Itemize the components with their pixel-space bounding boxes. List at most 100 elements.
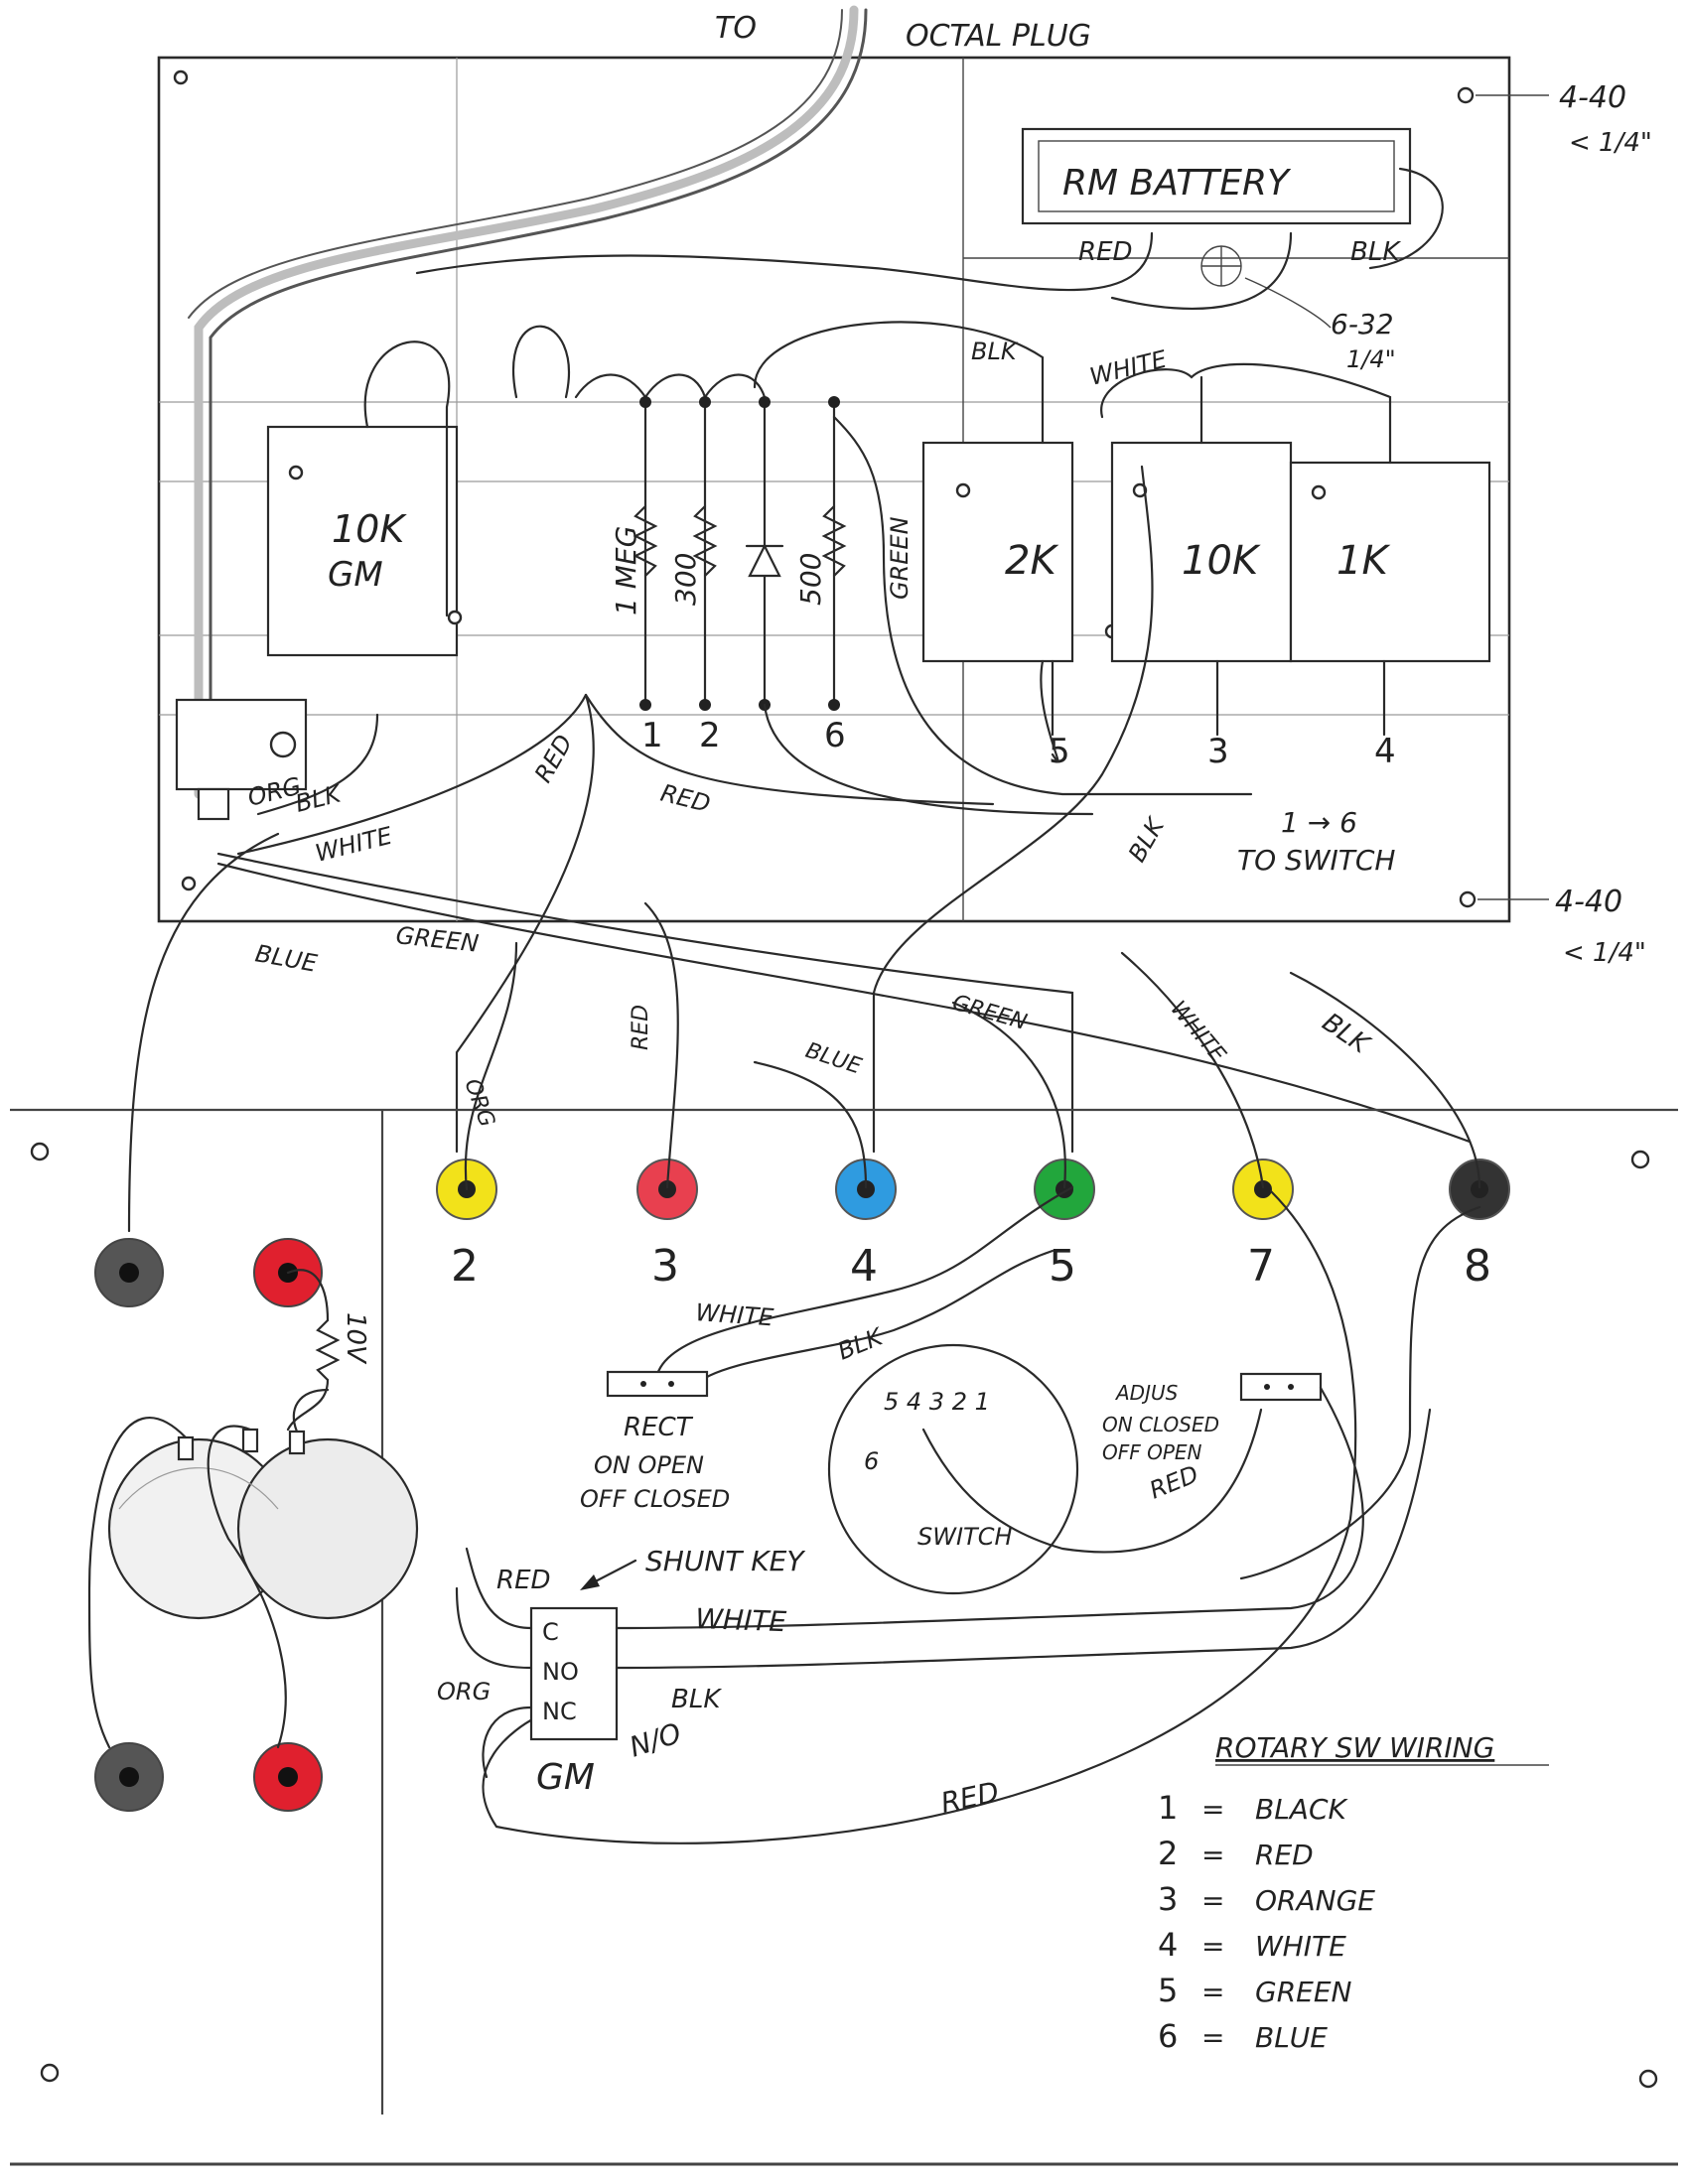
rotary-wiring-legend: ROTARY SW WIRING 1 = BLACK 2 = RED 3 = ORANGE 4 = W… xyxy=(1158,1731,1549,2055)
legend-row-name: BLACK xyxy=(1255,1793,1349,1826)
jack-8: 8 xyxy=(1449,1159,1510,1292)
legend-row-number: 4 xyxy=(1158,1926,1178,1964)
legend-equals: = xyxy=(1201,1793,1224,1826)
mount-hole xyxy=(181,876,197,891)
wire-label-org-key: ORG xyxy=(437,1678,491,1706)
legend-title: ROTARY SW WIRING xyxy=(1215,1731,1494,1764)
resistor-500-label: 500 xyxy=(794,553,827,606)
rect-switch: RECT ON OPEN OFF CLOSED xyxy=(580,1370,730,1513)
wire-label-white-mid: WHITE xyxy=(695,1298,775,1331)
adjus-switch: ADJUS ON CLOSED OFF OPEN xyxy=(1102,1372,1323,1464)
mount-spec-mid: 4-40 xyxy=(1555,885,1622,919)
shunt-key-label: SHUNT KEY xyxy=(645,1545,805,1577)
green-lead-label: GREEN xyxy=(886,516,914,600)
battery-screw-size: 1/4" xyxy=(1346,345,1396,373)
wire-label-green-top: GREEN xyxy=(394,921,480,958)
terminal-2: 2 xyxy=(699,716,721,755)
legend-row-number: 2 xyxy=(1158,1835,1178,1872)
wire-label-org-jack: ORG xyxy=(459,1076,498,1131)
legend-row-name: WHITE xyxy=(1255,1930,1346,1963)
pot-value: 10K xyxy=(332,507,407,551)
switch-note-line1: 1 → 6 xyxy=(1281,806,1357,839)
wire-label-white-key: WHITE xyxy=(695,1602,787,1638)
terminal-6: 6 xyxy=(824,716,846,755)
wire-label-blk-mid: BLK xyxy=(834,1322,889,1366)
pot-value: 1K xyxy=(1336,538,1390,584)
side-jack xyxy=(94,1742,164,1812)
legend-equals: = xyxy=(1201,1884,1224,1917)
wire-label-red-switch: RED xyxy=(1146,1460,1202,1505)
mount-hole xyxy=(1459,890,1477,908)
legend-row-number: 1 xyxy=(1158,1789,1178,1827)
shunt-key: C NO NC GM N/O SHUNT KEY xyxy=(455,1386,1432,1798)
header-octal-label: OCTAL PLUG xyxy=(906,19,1091,54)
pot-1k: 1K xyxy=(1289,461,1491,663)
mount-hole xyxy=(1457,86,1475,104)
cable-bundle xyxy=(188,5,868,799)
jack-label: 3 xyxy=(651,1241,679,1292)
legend-row-name: RED xyxy=(1255,1839,1314,1871)
legend-row-number: 3 xyxy=(1158,1880,1178,1918)
wire-label-red-jack: RED xyxy=(629,1005,653,1050)
rotary-positions: 5 4 3 2 1 xyxy=(884,1388,990,1416)
mount-hole xyxy=(173,69,189,85)
side-jack xyxy=(94,1238,164,1307)
legend-equals: = xyxy=(1201,2021,1224,2054)
switch-note-line2: TO SWITCH xyxy=(1237,844,1395,877)
jack-label: 4 xyxy=(850,1241,878,1292)
wire-label-white-jack: WHITE xyxy=(1165,997,1230,1067)
jack-center xyxy=(857,1180,875,1198)
shunt-key-note: N/O xyxy=(626,1716,685,1764)
battery-screw-spec: 6-32 xyxy=(1331,308,1394,341)
adjus-switch-title: ADJUS xyxy=(1114,1381,1179,1405)
rotary-pos6: 6 xyxy=(864,1447,879,1475)
top-panel-wiring xyxy=(216,321,1472,1154)
mount-size-mid: < 1/4" xyxy=(1563,938,1646,968)
rect-switch-title: RECT xyxy=(624,1413,694,1442)
wire-label-red-key: RED xyxy=(496,1566,551,1595)
wire-label-blue-jack: BLUE xyxy=(802,1038,864,1080)
jack-7: 7 xyxy=(1232,1159,1294,1292)
pot-sub: GM xyxy=(328,555,383,595)
lower-panel xyxy=(10,1108,1678,2166)
wire-label-blk-jack: BLK xyxy=(1317,1008,1375,1061)
rect-switch-line1: ON OPEN xyxy=(594,1451,704,1479)
capacitor-can-right xyxy=(236,1437,419,1620)
legend-row-name: BLUE xyxy=(1255,2021,1328,2054)
legend-equals: = xyxy=(1201,1839,1224,1871)
terminal-1: 1 xyxy=(641,716,663,755)
adjus-switch-line2: OFF OPEN xyxy=(1102,1440,1202,1464)
pot-10k: 10K xyxy=(1110,441,1293,663)
legend-row-name: ORANGE xyxy=(1255,1884,1375,1917)
terminal-3: 3 xyxy=(1207,732,1229,771)
binding-post-jacks: 2 3 4 5 7 8 xyxy=(436,1159,1510,1292)
side-jacks xyxy=(94,1238,323,1812)
rect-switch-line2: OFF CLOSED xyxy=(580,1485,730,1513)
wire-label-green-jack: GREEN xyxy=(949,991,1030,1035)
jack-3: 3 xyxy=(636,1159,698,1292)
pot-value: 10K xyxy=(1182,538,1261,584)
jack-label: 2 xyxy=(451,1241,479,1292)
rm-battery: RM BATTERY RED BLK 6-32 1/4" xyxy=(1021,127,1412,373)
jack-label: 5 xyxy=(1049,1241,1076,1292)
pot-10k-gm: 10K GM xyxy=(266,425,463,657)
legend-row-number: 5 xyxy=(1158,1972,1178,2009)
legend-row-number: 6 xyxy=(1158,2017,1178,2055)
battery-red-lead: RED xyxy=(1078,237,1133,267)
shunt-key-nc: NC xyxy=(542,1698,577,1725)
adjus-switch-line1: ON CLOSED xyxy=(1102,1413,1219,1436)
side-resistor-capacitor: 10V xyxy=(87,1269,419,1749)
shunt-key-model: GM xyxy=(536,1757,595,1798)
pot-value: 2K xyxy=(1005,538,1058,584)
shunt-key-c: C xyxy=(542,1618,559,1646)
legend-row-name: GREEN xyxy=(1255,1976,1352,2008)
rotary-switch: 5 4 3 2 1 6 SWITCH xyxy=(827,1343,1263,1595)
jack-label: 8 xyxy=(1464,1241,1491,1292)
resistor-300-label: 300 xyxy=(669,553,702,606)
header-to-label: TO xyxy=(715,11,757,46)
battery-label: RM BATTERY xyxy=(1062,163,1292,204)
pot-2k: 2K xyxy=(921,441,1120,663)
wire-label-blk-key: BLK xyxy=(671,1685,722,1714)
jack-label: 7 xyxy=(1247,1241,1275,1292)
